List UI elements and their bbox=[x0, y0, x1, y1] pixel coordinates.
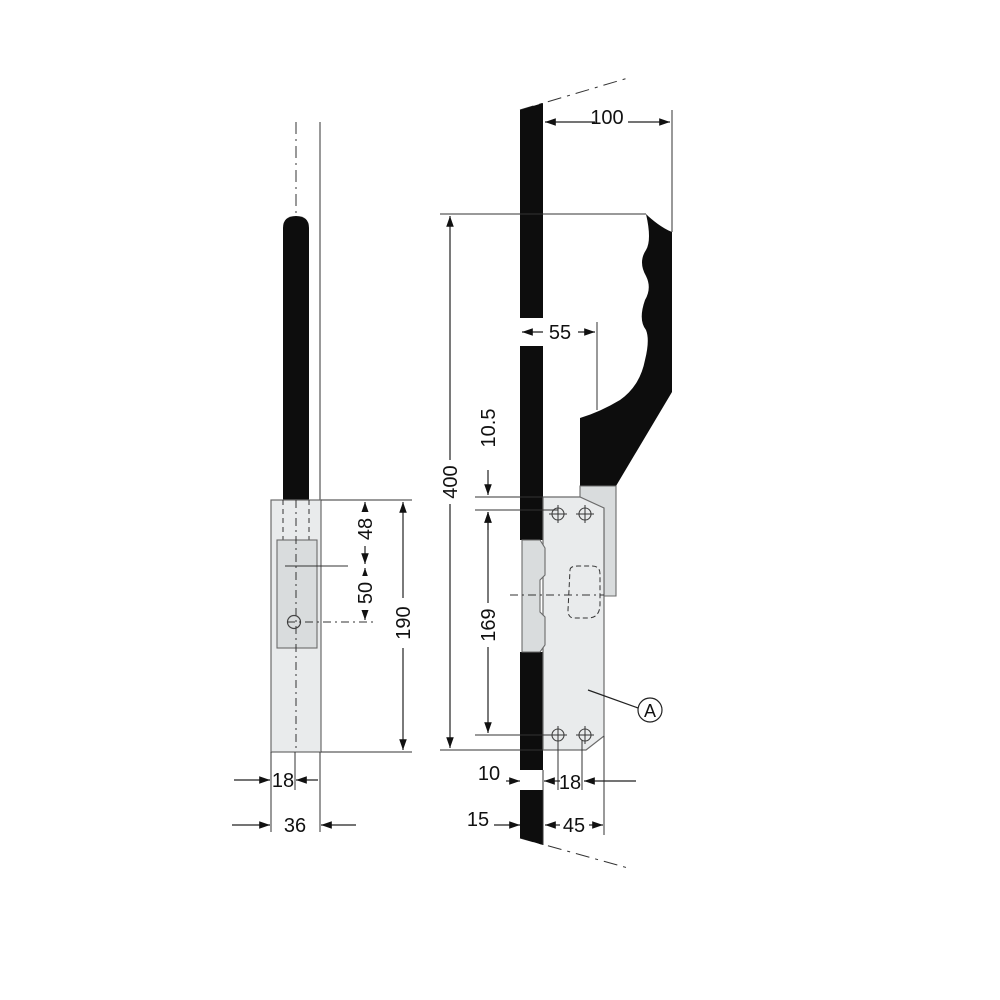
dim-label-36: 36 bbox=[284, 815, 306, 837]
label-bg bbox=[475, 603, 501, 647]
dim-label-18-right: 18 bbox=[559, 772, 581, 794]
front-view: 190 48 50 18 36 bbox=[232, 122, 416, 837]
locking-rod bbox=[283, 216, 309, 500]
rod-slot bbox=[282, 500, 310, 540]
dim-label-190: 190 bbox=[393, 606, 415, 639]
dim-label-169: 169 bbox=[478, 608, 500, 641]
lock-housing-side bbox=[542, 496, 605, 751]
dim-label-100: 100 bbox=[590, 107, 623, 129]
dim-label-10: 10 bbox=[478, 763, 500, 785]
label-bg bbox=[353, 576, 377, 610]
door-leaf-middle bbox=[520, 346, 543, 540]
break-line-bottom bbox=[519, 837, 629, 869]
callout-circle-a bbox=[637, 697, 663, 723]
lock-cylinder-cutout bbox=[521, 539, 546, 653]
dim-label-55: 55 bbox=[549, 322, 571, 344]
callout-leader-a bbox=[587, 689, 639, 709]
dim-label-48: 48 bbox=[355, 518, 377, 540]
break-line-top bbox=[519, 77, 629, 111]
lock-tongue-hidden bbox=[567, 565, 601, 619]
label-bg bbox=[390, 598, 416, 648]
dim-label-18-left: 18 bbox=[272, 770, 294, 792]
inner-plate-front bbox=[276, 539, 318, 649]
door-leaf-lower bbox=[520, 652, 543, 770]
dim-label-400: 400 bbox=[440, 465, 462, 498]
dim-label-10_5: 10.5 bbox=[478, 409, 500, 448]
dim-label-50: 50 bbox=[355, 582, 377, 604]
door-leaf-bottom bbox=[520, 790, 543, 845]
dim-label-15: 15 bbox=[467, 809, 489, 831]
side-view: 100 400 55 10.5 169 10 18 15 45 bbox=[437, 77, 673, 869]
handle-lever bbox=[580, 214, 672, 486]
door-leaf-upper bbox=[520, 103, 543, 318]
dim-label-45: 45 bbox=[563, 815, 585, 837]
label-bg bbox=[353, 512, 377, 546]
callout-label-a: A bbox=[644, 701, 656, 721]
label-bg bbox=[437, 460, 463, 504]
